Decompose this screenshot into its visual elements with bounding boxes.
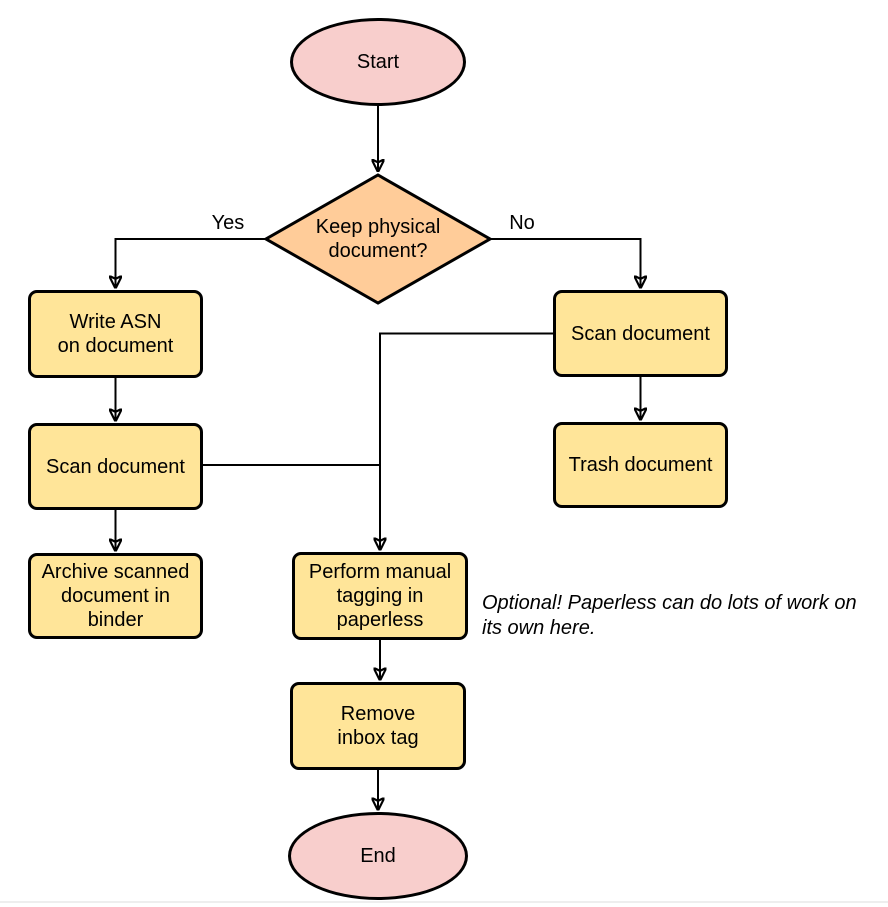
node-start: Start [290, 18, 466, 106]
node-scan-document-right: Scan document [553, 290, 728, 377]
edge-scan-right-perform [380, 332, 553, 550]
node-decision-label: Keep physical document? [315, 216, 441, 262]
node-archive-document-label: Archive scanned document in binder [41, 561, 190, 631]
node-scan-document-right-label: Scan document [571, 322, 710, 345]
node-perform-manual-tagging: Perform manual tagging in paperless [292, 552, 468, 640]
node-start-label: Start [356, 51, 400, 73]
edge-label-yes: Yes [211, 212, 245, 234]
node-decision-keep-physical: Keep physical document? [264, 173, 492, 305]
node-write-asn-label: Write ASN on document [57, 311, 174, 357]
node-scan-document-left-label: Scan document [46, 455, 185, 478]
node-perform-manual-tagging-label: Perform manual tagging in paperless [308, 561, 452, 631]
bottom-divider [0, 901, 888, 903]
edge-label-no: No [509, 212, 535, 234]
node-end-label: End [360, 845, 396, 867]
edge-decision-scan-right [490, 238, 641, 287]
node-trash-document: Trash document [553, 422, 728, 508]
node-scan-document-left: Scan document [28, 423, 203, 510]
node-archive-document: Archive scanned document in binder [28, 553, 203, 639]
node-end: End [288, 812, 468, 900]
node-remove-inbox-tag: Remove inbox tag [290, 682, 466, 770]
node-remove-inbox-tag-label: Remove inbox tag [337, 703, 419, 749]
node-write-asn: Write ASN on document [28, 290, 203, 378]
optional-note: Optional! Paperless can do lots of work … [482, 592, 857, 639]
edge-decision-write-asn [116, 238, 265, 287]
diamond-shape [264, 173, 492, 305]
node-trash-document-label: Trash document [568, 454, 713, 476]
